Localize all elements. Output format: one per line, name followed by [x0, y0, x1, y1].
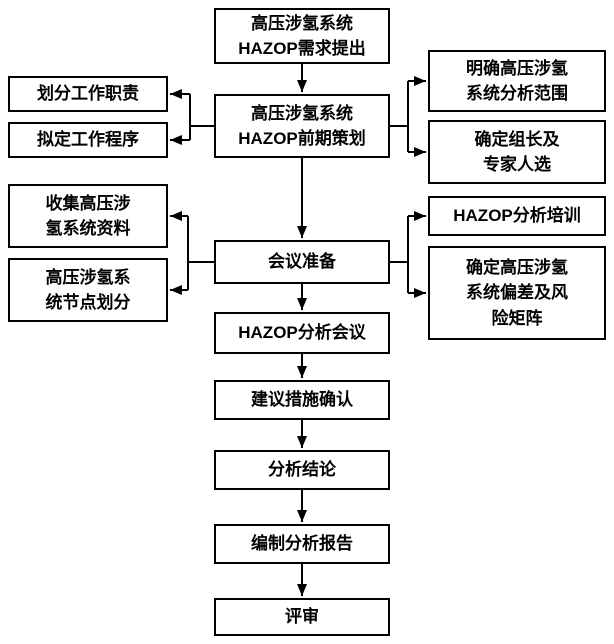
branch-meeting-prep-left [170, 211, 214, 295]
flow-node-select-leader-experts: 确定组长及 专家人选 [428, 120, 606, 184]
flow-node-hazop-requirement: 高压涉氢系统 HAZOP需求提出 [214, 8, 390, 64]
flow-node-review: 评审 [214, 598, 390, 636]
branch-preplanning-right [390, 76, 426, 157]
branch-preplanning-left [170, 89, 214, 145]
flow-node-system-node-division: 高压涉氢系 统节点划分 [8, 258, 168, 322]
flow-node-meeting-preparation: 会议准备 [214, 240, 390, 284]
flow-node-hazop-analysis-meeting: HAZOP分析会议 [214, 312, 390, 354]
flow-node-draft-procedures: 拟定工作程序 [8, 122, 168, 158]
flow-node-collect-system-data: 收集高压涉 氢系统资料 [8, 184, 168, 248]
flow-node-measures-confirmation: 建议措施确认 [214, 380, 390, 420]
flow-node-divide-responsibilities: 划分工作职责 [8, 76, 168, 112]
flow-node-compile-report: 编制分析报告 [214, 524, 390, 564]
branch-meeting-prep-right [390, 211, 426, 298]
flow-node-deviation-risk-matrix: 确定高压涉氢 系统偏差及风 险矩阵 [428, 246, 606, 340]
flow-node-hazop-training: HAZOP分析培训 [428, 196, 606, 236]
flow-node-analysis-conclusion: 分析结论 [214, 450, 390, 490]
flow-node-define-analysis-scope: 明确高压涉氢 系统分析范围 [428, 50, 606, 112]
flow-node-hazop-preplanning: 高压涉氢系统 HAZOP前期策划 [214, 94, 390, 158]
